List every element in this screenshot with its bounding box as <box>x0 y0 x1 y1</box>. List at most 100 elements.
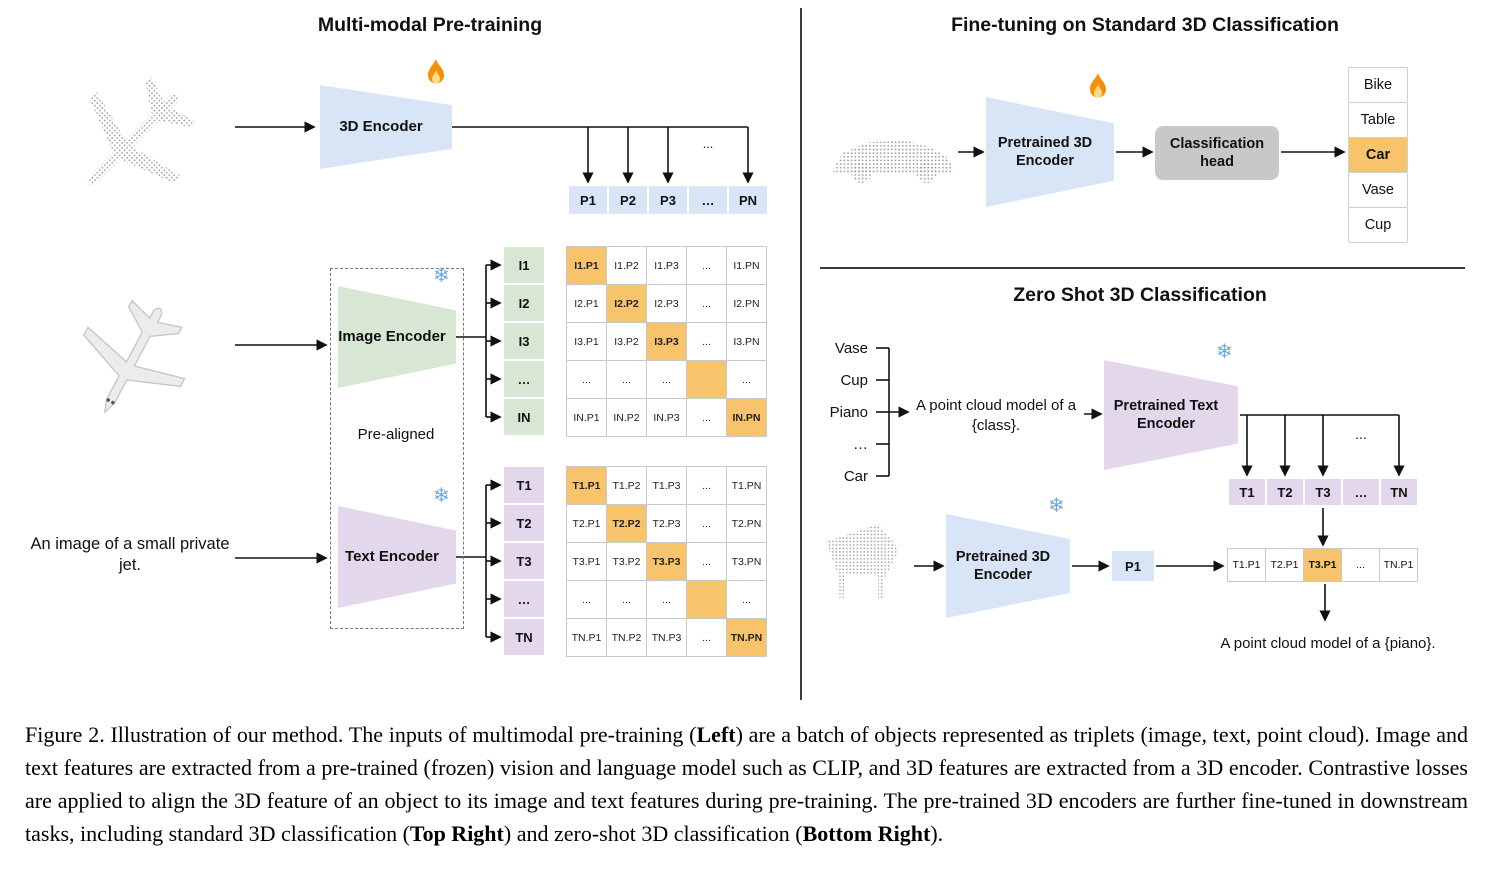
matrix-cell: I2.P2 <box>607 285 647 323</box>
text-feature-cell: T2 <box>1266 478 1304 506</box>
class-option: Cup <box>1348 207 1408 243</box>
image-feature-cell: IN <box>503 398 545 436</box>
point-feature-cell: PN <box>728 185 768 215</box>
matrix-cell: TN.PN <box>727 619 767 657</box>
class-name: … <box>853 435 868 453</box>
matrix-cell: IN.P3 <box>647 399 687 437</box>
image-feature-cell: I3 <box>503 322 545 360</box>
fire-icon <box>424 58 448 88</box>
matrix-cell: I3.P1 <box>567 323 607 361</box>
airplane-photo <box>82 299 186 414</box>
text-feature-cell: T1 <box>503 466 545 504</box>
matrix-cell: ... <box>647 361 687 399</box>
matrix-cell: T3.P2 <box>607 543 647 581</box>
text-feature-cell: T3 <box>503 542 545 580</box>
airplane-pointcloud-image <box>86 77 196 187</box>
matrix-cell: ... <box>607 361 647 399</box>
matrix-cell: ... <box>647 581 687 619</box>
p1-feature-cell: P1 <box>1112 551 1154 581</box>
pretrained-3d-encoder-zeroshot-label: Pretrained 3D Encoder <box>955 548 1051 583</box>
text-feature-cell: … <box>1342 478 1380 506</box>
similarity-cell: T2.P1 <box>1265 548 1304 582</box>
matrix-cell: T2.PN <box>727 505 767 543</box>
snowflake-icon: ❄ <box>1216 341 1233 363</box>
fire-icon <box>1086 72 1110 102</box>
matrix-cell: ... <box>687 543 727 581</box>
class-name: Piano <box>829 403 868 421</box>
caption-bold: Top Right <box>409 821 504 846</box>
pretrained-3d-encoder-zeroshot: Pretrained 3D Encoder <box>946 514 1070 618</box>
matrix-cell: TN.P3 <box>647 619 687 657</box>
matrix-cell: I1.P1 <box>567 247 607 285</box>
pretrained-text-encoder: Pretrained Text Encoder <box>1104 360 1238 470</box>
classification-head: Classification head <box>1155 126 1279 180</box>
similarity-cell: TN.P1 <box>1379 548 1418 582</box>
text-feature-cell: T3 <box>1304 478 1342 506</box>
matrix-cell: ... <box>567 361 607 399</box>
class-name: Vase <box>834 339 868 357</box>
vertical-divider <box>800 8 802 700</box>
snowflake-icon: ❄ <box>1048 495 1065 517</box>
matrix-cell: I2.PN <box>727 285 767 323</box>
text-feature-cell: TN <box>1380 478 1418 506</box>
matrix-cell: ... <box>567 581 607 619</box>
matrix-cell: ... <box>687 247 727 285</box>
classification-head-label: Classification head <box>1169 135 1265 170</box>
matrix-cell: T3.PN <box>727 543 767 581</box>
matrix-cell: I1.P2 <box>607 247 647 285</box>
caption-text: ) are a batch of objects represented as … <box>25 722 1468 846</box>
point-feature-cell: P3 <box>648 185 688 215</box>
matrix-cell: ... <box>687 323 727 361</box>
point-feature-cell: P1 <box>568 185 608 215</box>
matrix-cell: ... <box>687 399 727 437</box>
matrix-cell: T1.P2 <box>607 467 647 505</box>
image-feature-cell: I2 <box>503 284 545 322</box>
pre-aligned-box <box>330 268 464 629</box>
matrix-cell: ... <box>687 505 727 543</box>
similarity-cell: T3.P1 <box>1303 548 1342 582</box>
matrix-cell <box>687 581 727 619</box>
matrix-cell: IN.PN <box>727 399 767 437</box>
text-encoder-label: Text Encoder <box>345 547 439 565</box>
matrix-cell: TN.P1 <box>567 619 607 657</box>
caption-text: ) and zero-shot 3D classification ( <box>503 821 803 846</box>
finetune-title: Fine-tuning on Standard 3D Classificatio… <box>951 14 1339 36</box>
matrix-cell: ... <box>687 285 727 323</box>
caption-bold: Bottom Right <box>802 821 931 846</box>
point-feature-cell: P2 <box>608 185 648 215</box>
class-option: Vase <box>1348 172 1408 208</box>
matrix-cell: T2.P1 <box>567 505 607 543</box>
pretrained-text-encoder-label: Pretrained Text Encoder <box>1113 397 1219 432</box>
image-feature-cell: I1 <box>503 246 545 284</box>
text-feature-cell: T1 <box>1228 478 1266 506</box>
matrix-cell <box>687 361 727 399</box>
prompt-text: A point cloud model of a {class}. <box>915 397 1077 434</box>
snowflake-icon: ❄ <box>433 485 450 507</box>
matrix-cell: ... <box>607 581 647 619</box>
text-feature-cell: … <box>503 580 545 618</box>
image-encoder-label: Image Encoder <box>338 327 446 345</box>
matrix-cell: T2.P3 <box>647 505 687 543</box>
matrix-cell: T2.P2 <box>607 505 647 543</box>
class-name: Car <box>843 467 868 485</box>
figure-caption: Figure 2. Illustration of our method. Th… <box>25 718 1468 850</box>
matrix-cell: IN.P1 <box>567 399 607 437</box>
matrix-cell: I1.PN <box>727 247 767 285</box>
encoder-3d-label: 3D Encoder <box>339 117 423 135</box>
horizontal-divider <box>820 267 1465 269</box>
zeroshot-output-text: A point cloud model of a {piano}. <box>1220 635 1436 652</box>
image-caption-input: An image of a small private jet. <box>30 535 230 575</box>
pretrain-title: Multi-modal Pre-training <box>317 14 543 36</box>
matrix-cell: TN.P2 <box>607 619 647 657</box>
t-row-ellipsis: ... <box>1355 426 1367 442</box>
matrix-cell: ... <box>727 361 767 399</box>
class-option: Table <box>1348 102 1408 138</box>
text-feature-cell: TN <box>503 618 545 656</box>
